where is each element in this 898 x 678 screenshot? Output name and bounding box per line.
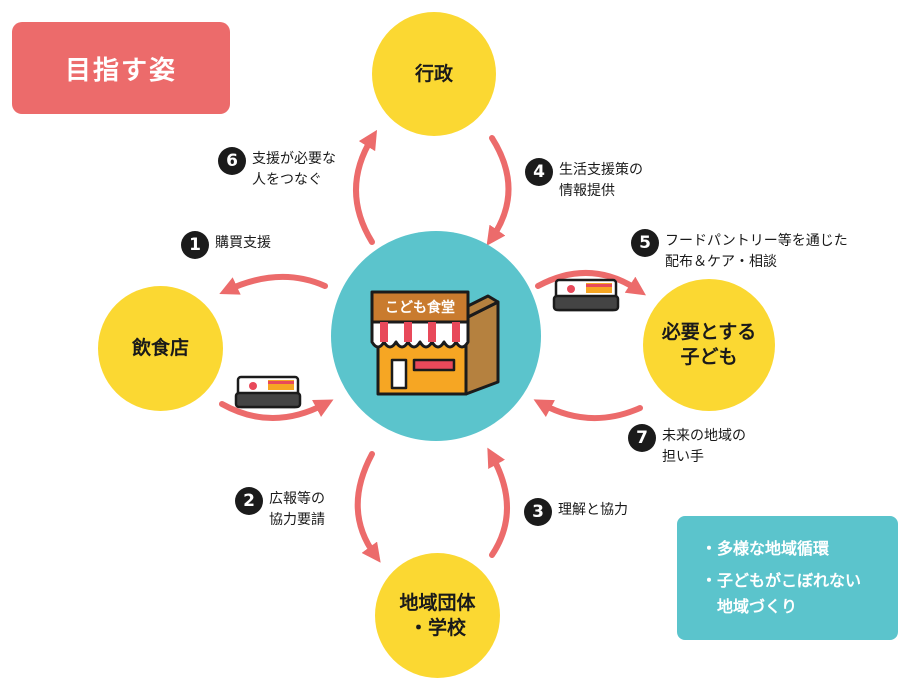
bento-icon-left <box>234 375 302 409</box>
goals-box: ・多様な地域循環 ・子どもがこぼれない 地域づくり <box>677 516 898 640</box>
shop-sign: こども食堂 <box>385 299 455 316</box>
step-2: 2 広報等の 協力要請 <box>235 487 325 531</box>
step-4: 4 生活支援策の 情報提供 <box>525 158 643 202</box>
step-number: 5 <box>631 229 659 257</box>
step-label: 生活支援策の 情報提供 <box>559 162 643 199</box>
step-label: 購買支援 <box>215 235 271 251</box>
page-title: 目指す姿 <box>64 55 177 86</box>
step-3: 3 理解と協力 <box>524 498 628 526</box>
bento-icon-right <box>552 278 620 312</box>
arrow-6 <box>353 129 378 245</box>
step-6: 6 支援が必要な 人をつなぐ <box>218 147 336 191</box>
goal-item: ・多様な地域循環 <box>701 539 830 558</box>
node-inshokuten: 飲食店 <box>98 286 223 411</box>
arrow-5 <box>535 269 646 296</box>
step-1: 1 購買支援 <box>181 231 271 259</box>
step-number: 2 <box>235 487 263 515</box>
shop-icon <box>370 290 500 396</box>
goal-item: ・子どもがこぼれない 地域づくり <box>701 571 862 616</box>
step-label: 未来の地域の 担い手 <box>662 428 746 465</box>
step-label: 理解と協力 <box>558 502 628 518</box>
step-label: 広報等の 協力要請 <box>269 491 325 528</box>
arrow-1 <box>219 273 328 295</box>
arrow-3 <box>487 447 510 558</box>
step-label: フードパントリー等を通じた 配布＆ケア・相談 <box>665 233 848 270</box>
node-chiiki: 地域団体 ・学校 <box>375 553 500 678</box>
node-gyosei: 行政 <box>372 12 496 136</box>
arrow-4 <box>486 135 512 246</box>
step-5: 5 フードパントリー等を通じた 配布＆ケア・相談 <box>631 229 848 273</box>
node-kodomo: 必要とする 子ども <box>643 279 775 411</box>
step-number: 1 <box>181 231 209 259</box>
step-number: 6 <box>218 147 246 175</box>
arrow-7 <box>533 399 643 422</box>
step-number: 7 <box>628 424 656 452</box>
arrow-2 <box>354 451 381 563</box>
step-label: 支援が必要な 人をつなぐ <box>252 151 336 188</box>
step-7: 7 未来の地域の 担い手 <box>628 424 746 468</box>
step-number: 4 <box>525 158 553 186</box>
step-number: 3 <box>524 498 552 526</box>
arrow-restaurant-to-center <box>219 399 334 421</box>
title-box: 目指す姿 <box>12 22 230 114</box>
